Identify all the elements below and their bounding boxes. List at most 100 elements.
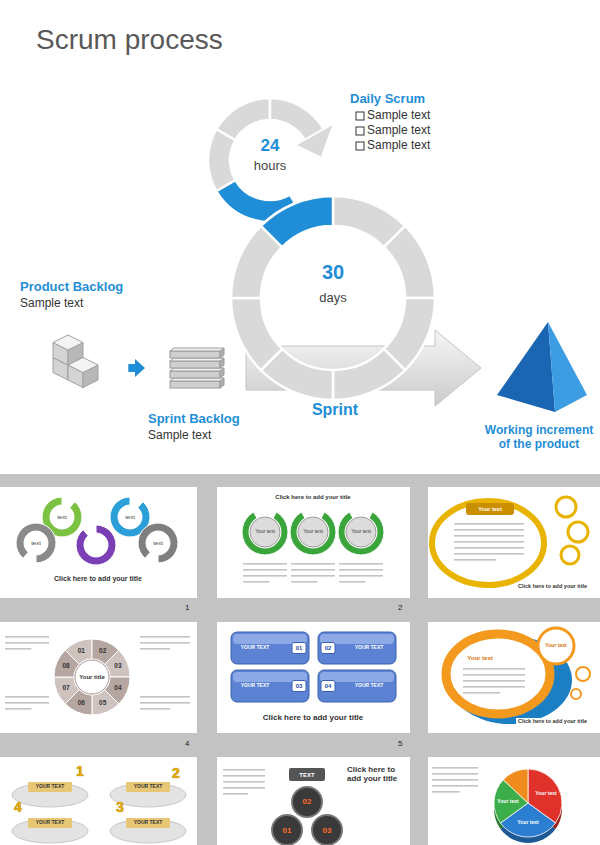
node-text: 2 bbox=[172, 765, 180, 781]
node-text: days bbox=[319, 291, 346, 306]
node-text: YOUR TEXT bbox=[36, 820, 65, 826]
illustration bbox=[12, 782, 186, 843]
number-box bbox=[292, 681, 306, 692]
body-text-line bbox=[140, 708, 170, 710]
product-backlog: Product BacklogSample text bbox=[18, 280, 127, 405]
checkbox bbox=[356, 127, 364, 135]
node-text: Your title bbox=[79, 674, 105, 681]
body-text-line bbox=[432, 773, 478, 775]
body-text-line bbox=[140, 702, 190, 704]
illustration bbox=[231, 632, 396, 702]
node-text: Click here to add your title bbox=[54, 575, 142, 583]
dark-disc bbox=[292, 787, 322, 817]
blue-tab bbox=[231, 632, 309, 664]
node-text: 02 bbox=[325, 645, 332, 652]
illustration bbox=[497, 322, 587, 412]
stack-slab bbox=[170, 371, 220, 378]
ring-arc bbox=[76, 525, 116, 565]
node-text: 04 bbox=[114, 684, 121, 691]
body-text-line bbox=[5, 696, 49, 698]
slide-thumbnail: 12YOUR TEXTYOUR TEXT43YOUR TEXTYOUR TEXT bbox=[0, 757, 197, 845]
node-text: YOUR TEXT bbox=[134, 820, 163, 826]
cube-face bbox=[53, 335, 83, 350]
slide-thumbnail: 0102030405060708Your title bbox=[0, 622, 197, 733]
illustration bbox=[231, 196, 435, 400]
body-text-line bbox=[223, 793, 248, 795]
checklist-item: Sample text bbox=[367, 139, 430, 153]
ring-arc bbox=[338, 512, 384, 555]
node-text: Click here to add your title bbox=[263, 713, 363, 722]
body-text-line bbox=[463, 692, 500, 694]
node-text: Working increment of the product bbox=[481, 424, 597, 452]
body-text-line bbox=[463, 680, 525, 682]
node-text: YOUR TEXT bbox=[134, 784, 163, 790]
node-text: 1 bbox=[76, 763, 84, 779]
body-text-line bbox=[5, 636, 49, 638]
body-text-line bbox=[223, 769, 265, 771]
node-text: Click here to add your title bbox=[516, 583, 589, 589]
body-text-line bbox=[339, 563, 383, 565]
body-text-line bbox=[454, 529, 524, 531]
stack-slab bbox=[170, 351, 220, 358]
silver-disc bbox=[298, 517, 328, 547]
node-text: 3 bbox=[116, 799, 124, 815]
illustration bbox=[446, 628, 590, 724]
node-text: YOUR TEXT bbox=[36, 784, 65, 790]
sprint-backlog: Sprint BacklogSample text bbox=[146, 340, 246, 448]
body-text-line bbox=[291, 575, 335, 577]
flow-arrow bbox=[246, 330, 481, 406]
body-text-line bbox=[454, 559, 496, 561]
illustration bbox=[16, 497, 178, 565]
small-ring bbox=[561, 546, 579, 564]
node-text: YOUR TEXT bbox=[355, 645, 384, 651]
node-text: hours bbox=[254, 159, 287, 174]
node-text: 03 bbox=[296, 683, 303, 690]
node-text: 07 bbox=[62, 684, 69, 691]
body-text-line bbox=[432, 767, 478, 769]
illustration bbox=[432, 497, 588, 585]
pie bbox=[494, 769, 562, 837]
slide-thumbnail: Click here to add your titleYour text You… bbox=[217, 487, 410, 598]
small-ring bbox=[576, 667, 590, 681]
node-text: YOUR TEXT bbox=[241, 683, 270, 689]
ring-arc bbox=[290, 512, 336, 555]
slide-thumbnail: Click here to add your titleTEXT020103 bbox=[217, 757, 410, 845]
node-text: Sprint Backlog bbox=[148, 412, 240, 427]
gold-ring bbox=[432, 501, 544, 585]
sprint-cycle: 30days bbox=[231, 196, 435, 400]
checkbox bbox=[356, 112, 364, 120]
node-text: 01 bbox=[283, 826, 292, 835]
body-text-line bbox=[454, 535, 524, 537]
body-text-line bbox=[454, 547, 524, 549]
daily-ring-segment bbox=[216, 98, 270, 140]
illustration bbox=[53, 335, 98, 388]
checkbox bbox=[356, 142, 364, 150]
body-text-line bbox=[223, 787, 265, 789]
node-text: text bbox=[125, 514, 135, 521]
body-text-line bbox=[243, 581, 269, 583]
node-text: Your text bbox=[351, 529, 371, 535]
body-text-line bbox=[339, 569, 383, 571]
stack-slab bbox=[170, 361, 220, 368]
page-number: 1 bbox=[185, 603, 189, 612]
illustration bbox=[223, 768, 342, 845]
node-text: Your text bbox=[303, 529, 323, 535]
ring-arc bbox=[242, 512, 288, 555]
body-text-line bbox=[5, 708, 31, 710]
node-text: text bbox=[31, 540, 41, 547]
node-text: YOUR TEXT bbox=[355, 683, 384, 689]
stack-slab-top bbox=[170, 348, 224, 351]
node-text: Click here to add your title bbox=[275, 494, 350, 501]
body-text-line bbox=[5, 642, 49, 644]
number-box bbox=[292, 643, 306, 654]
body-text-line bbox=[339, 575, 383, 577]
ring-arc bbox=[138, 523, 178, 563]
grey-disc bbox=[110, 819, 186, 843]
pie-slice bbox=[503, 769, 528, 803]
text-banner bbox=[28, 818, 72, 828]
body-text-line bbox=[223, 781, 265, 783]
node-text: 01 bbox=[296, 645, 303, 652]
body-text-line bbox=[454, 541, 524, 543]
slide-thumbnail: Your textClick here to add your title bbox=[428, 487, 600, 598]
